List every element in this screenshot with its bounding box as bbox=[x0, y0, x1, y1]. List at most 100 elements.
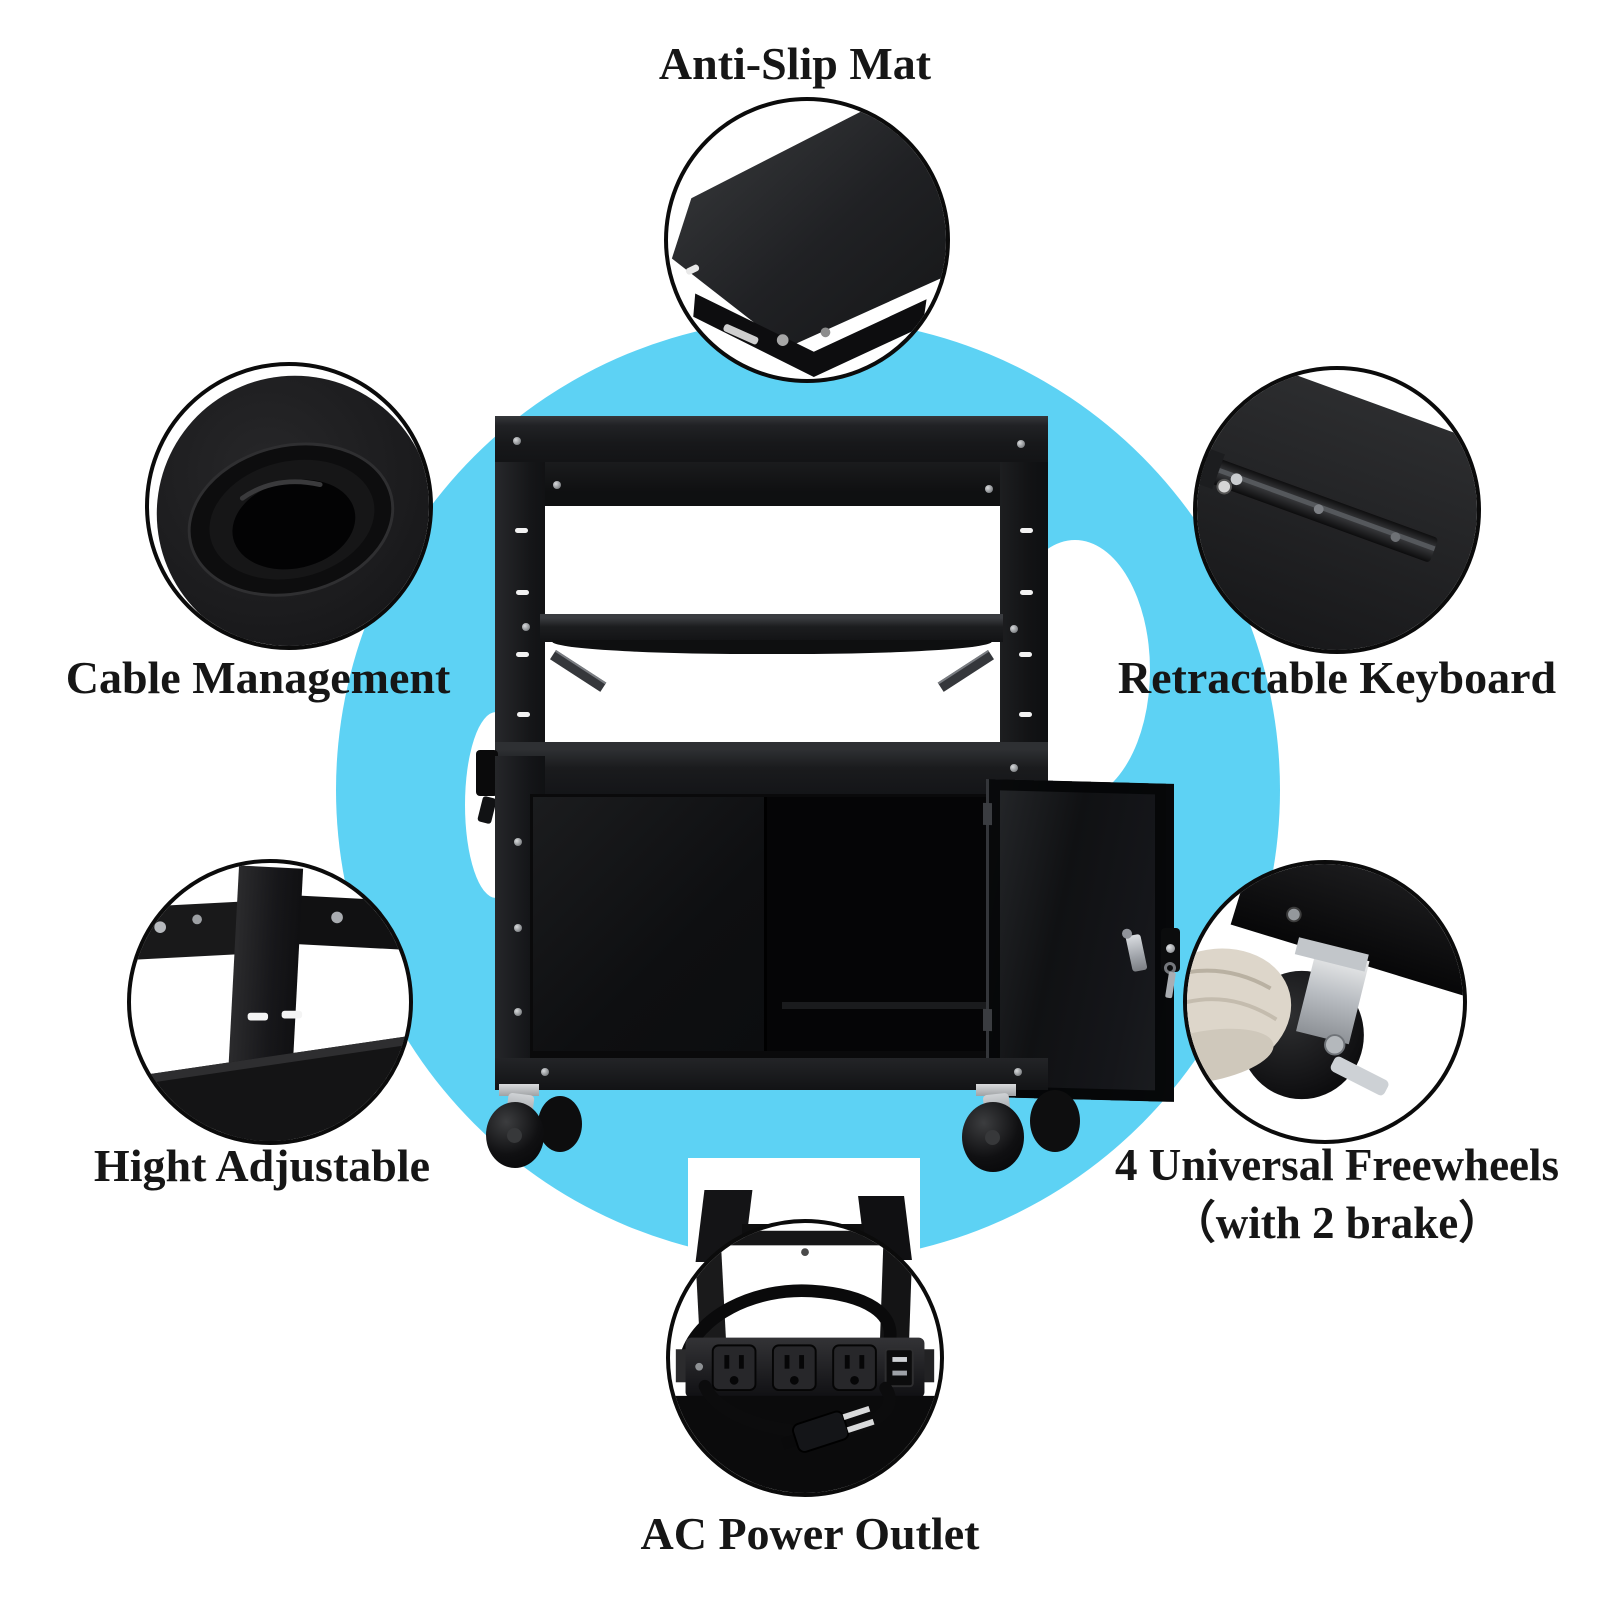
rail-screw bbox=[1313, 504, 1324, 515]
back-rail-screw-right bbox=[985, 485, 993, 493]
post-slot bbox=[1019, 652, 1032, 657]
rail-screw bbox=[1390, 532, 1401, 542]
shoe-sole bbox=[1187, 1028, 1274, 1085]
door-hinge-bottom bbox=[983, 1008, 992, 1032]
mount-screw bbox=[801, 1248, 809, 1257]
cart-upper-interior bbox=[540, 460, 1003, 742]
shelf-edge-screw bbox=[820, 327, 831, 338]
cart-middle-shelf-front-bar bbox=[552, 640, 992, 654]
beam-screw bbox=[331, 911, 343, 924]
caster-swivel-plate bbox=[1294, 937, 1369, 972]
callout-height-adjustable bbox=[127, 859, 413, 1145]
grommet-highlight bbox=[239, 479, 323, 501]
grommet-hole bbox=[232, 479, 356, 570]
drawer-slide-rail bbox=[1197, 446, 1438, 562]
bottom-rail-screw-right bbox=[1014, 1068, 1022, 1076]
label-anti-slip-mat: Anti-Slip Mat bbox=[658, 38, 932, 89]
cart-top-beam bbox=[495, 416, 1048, 462]
usb-ports bbox=[884, 1348, 914, 1388]
label-universal-freewheels-line2: （with 2 brake） bbox=[1170, 1198, 1504, 1248]
label-height-adjustable: Hight Adjustable bbox=[93, 1140, 431, 1191]
panel-screw bbox=[1216, 478, 1232, 495]
adjustable-post-closeup bbox=[131, 865, 409, 1141]
callout-universal-freewheels bbox=[1183, 860, 1467, 1144]
caster-fork bbox=[1296, 948, 1370, 1045]
label-retractable-keyboard: Retractable Keyboard bbox=[1117, 652, 1557, 703]
post-slot bbox=[1020, 590, 1033, 595]
label-universal-freewheels-line1: 4 Universal Freewheels bbox=[1114, 1140, 1560, 1190]
callout-ac-power-outlet bbox=[666, 1219, 944, 1497]
rail-screw bbox=[1230, 473, 1243, 486]
ac-outlet bbox=[771, 1344, 817, 1392]
mount-top-bar bbox=[726, 1230, 884, 1246]
caster-wheel-back-right bbox=[1030, 1090, 1080, 1152]
cabinet-interior-floor bbox=[782, 1002, 990, 1009]
caster-wheel-back-left bbox=[538, 1096, 582, 1152]
caster-hub-front-left bbox=[507, 1128, 522, 1143]
bottom-shelf-edge bbox=[131, 1036, 409, 1086]
door-latch bbox=[1125, 933, 1148, 973]
beam-screw bbox=[192, 914, 202, 925]
caster-hub-front-right bbox=[985, 1130, 1000, 1145]
leg-bolt bbox=[1286, 906, 1302, 923]
post-slot bbox=[1019, 712, 1032, 717]
shelf-top-surface bbox=[671, 104, 946, 348]
label-ac-power-outlet: AC Power Outlet bbox=[640, 1508, 980, 1559]
lower-post-screw bbox=[514, 924, 522, 932]
rail-channel bbox=[1197, 458, 1436, 552]
post-slot bbox=[516, 590, 529, 595]
caster-brake-closeup bbox=[1187, 864, 1463, 1100]
callout-retractable-keyboard bbox=[1193, 366, 1481, 654]
top-beam-screw-left bbox=[513, 437, 521, 445]
shoe-seam bbox=[1187, 968, 1272, 991]
power-plug bbox=[781, 1405, 875, 1453]
back-rail-screw-left bbox=[553, 481, 561, 489]
callout-cable-management bbox=[145, 362, 433, 650]
adjustment-slot bbox=[281, 1010, 303, 1019]
post-slot bbox=[517, 712, 530, 717]
shoe-seam bbox=[1187, 997, 1278, 1022]
label-cable-management: Cable Management bbox=[65, 652, 451, 703]
cabinet-open-door bbox=[983, 779, 1174, 1102]
cabinet-closed-door bbox=[533, 797, 767, 1051]
bottom-shelf bbox=[131, 1036, 409, 1141]
door-latch-base bbox=[1122, 928, 1132, 939]
axle-bolt bbox=[1324, 1034, 1346, 1056]
shelf-slot bbox=[685, 264, 700, 275]
shelf-screw-right bbox=[1010, 625, 1018, 633]
top-beam-screw-right bbox=[1017, 440, 1025, 448]
cart-leg-beam bbox=[1230, 864, 1463, 999]
cart-left-post bbox=[495, 416, 545, 756]
lower-post-screw bbox=[514, 1008, 522, 1016]
shelf-edge-glint bbox=[723, 324, 759, 345]
cart-middle-shelf bbox=[540, 614, 1003, 642]
side-lock-knob bbox=[476, 750, 498, 796]
post-slot bbox=[515, 528, 528, 533]
shelf-screw-left bbox=[522, 623, 530, 631]
callout-anti-slip-mat bbox=[664, 97, 950, 383]
ac-outlet bbox=[832, 1344, 877, 1392]
power-strip-closeup bbox=[670, 1230, 940, 1493]
ac-outlet bbox=[711, 1344, 757, 1392]
strip-screw bbox=[695, 1362, 704, 1371]
shelf-edge-screw bbox=[776, 334, 789, 346]
lower-post-screw bbox=[514, 838, 522, 846]
side-lock-key bbox=[477, 795, 497, 825]
post-slot bbox=[516, 652, 529, 657]
cabinet-opening-interior bbox=[767, 797, 1002, 1051]
cabinet-beam-screw-right bbox=[1010, 764, 1018, 772]
door-hinge-top bbox=[983, 802, 992, 826]
keyboard-slide-closeup bbox=[1197, 370, 1477, 650]
door-lock-bolt bbox=[1166, 944, 1175, 953]
cart-right-post bbox=[1000, 416, 1048, 756]
cart-cabinet-top-beam bbox=[495, 742, 1048, 794]
beam-screw bbox=[154, 921, 166, 933]
post-slot bbox=[1020, 528, 1033, 533]
cable-grommet-closeup bbox=[156, 375, 429, 646]
bottom-rail-screw-left bbox=[541, 1068, 549, 1076]
anti-slip-mat-closeup bbox=[671, 104, 946, 378]
adjustment-slot bbox=[247, 1012, 269, 1021]
cart-back-rail bbox=[540, 460, 1003, 506]
